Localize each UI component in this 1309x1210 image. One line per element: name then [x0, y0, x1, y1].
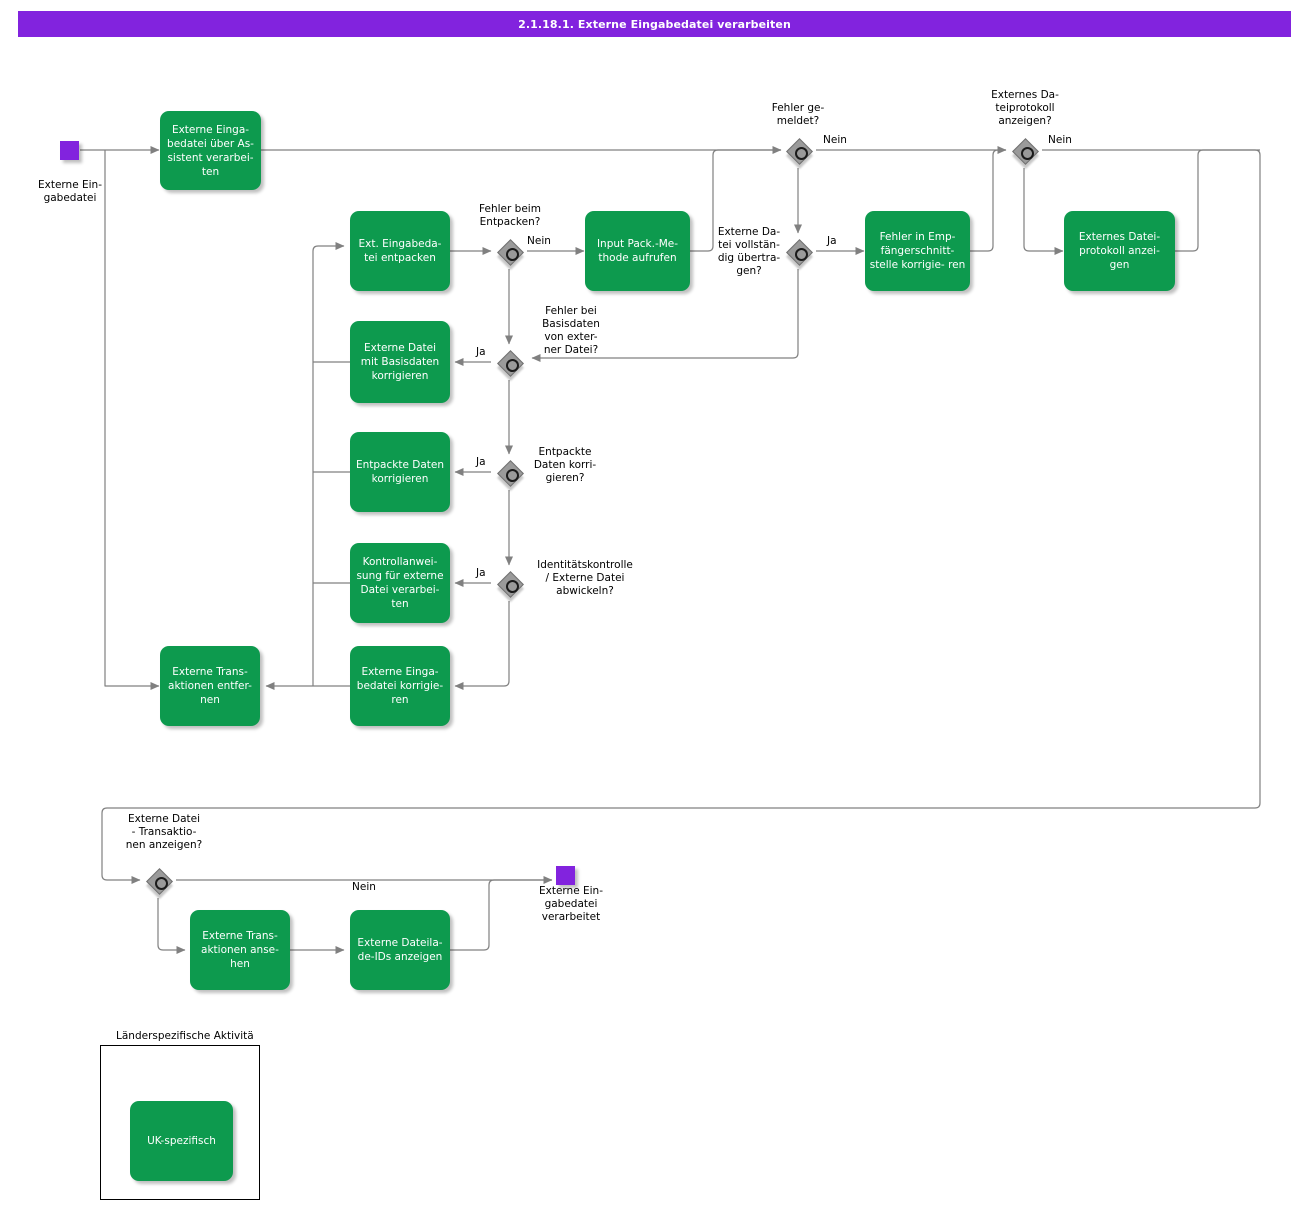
gateway-entpackte-daten-korrigieren[interactable] [497, 460, 529, 492]
gateway-label-externe-datei-transaktionen-anzeigen: Externe Datei - Transaktio- nen anzeigen… [125, 813, 203, 851]
task-ext-eingabedatei-entpacken[interactable]: Ext. Eingabeda- tei entpacken [350, 211, 450, 291]
gateway-ring-icon [794, 247, 808, 261]
task-kontrollanweisung-fuer-externe-datei-verarbeiten[interactable]: Kontrollanwei- sung für externe Datei ve… [350, 543, 450, 623]
start-event[interactable] [60, 141, 79, 160]
edge-label-nein-fehler-gemeldet: Nein [823, 134, 847, 146]
gateway-label-fehler-beim-entpacken: Fehler beim Entpacken? [479, 203, 541, 228]
edge-label-nein-dateiprotokoll: Nein [1048, 134, 1072, 146]
legend-box: UK-spezifisch [100, 1045, 260, 1200]
gateway-ring-icon [794, 146, 808, 160]
task-externe-eingabedatei-korrigieren[interactable]: Externe Einga- bedatei korrigie- ren [350, 646, 450, 726]
edge-label-nein-entpacken: Nein [527, 235, 551, 247]
task-externe-datei-mit-basisdaten-korrigieren[interactable]: Externe Datei mit Basisdaten korrigieren [350, 321, 450, 403]
gateway-fehler-bei-basisdaten[interactable] [497, 350, 529, 382]
gateway-label-identitaetskontrolle: Identitätskontrolle / Externe Datei abwi… [537, 559, 633, 597]
gateway-ring-icon [154, 876, 168, 890]
task-externes-dateiprotokoll-anzeigen[interactable]: Externes Datei- protokoll anzei- gen [1064, 211, 1175, 291]
edge-label-nein-transaktionen-anzeigen: Nein [352, 881, 376, 893]
gateway-externes-dateiprotokoll-anzeigen[interactable] [1012, 138, 1044, 170]
gateway-label-fehler-gemeldet: Fehler ge- meldet? [771, 102, 825, 127]
gateway-fehler-gemeldet[interactable] [786, 138, 818, 170]
gateway-identitaetskontrolle[interactable] [497, 571, 529, 603]
gateway-label-fehler-bei-basisdaten: Fehler bei Basisdaten von exter- ner Dat… [542, 305, 600, 356]
start-event-label: Externe Ein- gabedatei [37, 179, 102, 204]
gateway-externe-datei-vollstaendig-uebertragen[interactable] [786, 239, 818, 271]
edge-label-ja-identitaetskontrolle: Ja [476, 567, 486, 579]
edge-label-ja-uebertragen: Ja [827, 235, 837, 247]
task-input-pack-methode-aufrufen[interactable]: Input Pack.-Me- thode aufrufen [585, 211, 690, 291]
task-fehler-in-empfaengerschnittstelle-korrigieren[interactable]: Fehler in Emp- fängerschnitt- stelle kor… [865, 211, 970, 291]
gateway-fehler-beim-entpacken[interactable] [497, 239, 529, 271]
gateway-label-externe-datei-vollstaendig-uebertragen: Externe Da- tei vollstän- dig übertra- g… [717, 226, 781, 277]
gateway-label-externes-dateiprotokoll-anzeigen: Externes Da- teiprotokoll anzeigen? [991, 89, 1059, 127]
gateway-ring-icon [1020, 146, 1034, 160]
gateway-label-entpackte-daten-korrigieren: Entpackte Daten korri- gieren? [533, 446, 597, 484]
gateway-externe-datei-transaktionen-anzeigen[interactable] [146, 868, 178, 900]
task-externe-eingabedatei-ueber-assistent-verarbeiten[interactable]: Externe Einga- bedatei über As- sistent … [160, 111, 261, 190]
end-event-label: Externe Ein- gabedatei verarbeitet [538, 885, 603, 923]
legend-sample-uk-spezifisch: UK-spezifisch [130, 1101, 233, 1181]
task-entpackte-daten-korrigieren[interactable]: Entpackte Daten korrigieren [350, 432, 450, 512]
task-externe-transaktionen-entfernen[interactable]: Externe Trans- aktionen entfer- nen [160, 646, 260, 726]
gateway-ring-icon [505, 468, 519, 482]
task-externe-dateilade-ids-anzeigen[interactable]: Externe Dateila- de-IDs anzeigen [350, 910, 450, 990]
gateway-ring-icon [505, 358, 519, 372]
gateway-ring-icon [505, 247, 519, 261]
gateway-ring-icon [505, 579, 519, 593]
edge-label-ja-entpackte-daten: Ja [476, 456, 486, 468]
edge-label-ja-basisdaten: Ja [476, 346, 486, 358]
task-externe-transaktionen-ansehen[interactable]: Externe Trans- aktionen anse- hen [190, 910, 290, 990]
page-title: 2.1.18.1. Externe Eingabedatei verarbeit… [18, 11, 1291, 37]
legend-title: Länderspezifische Aktivitä [116, 1030, 254, 1042]
end-event[interactable] [556, 866, 575, 885]
